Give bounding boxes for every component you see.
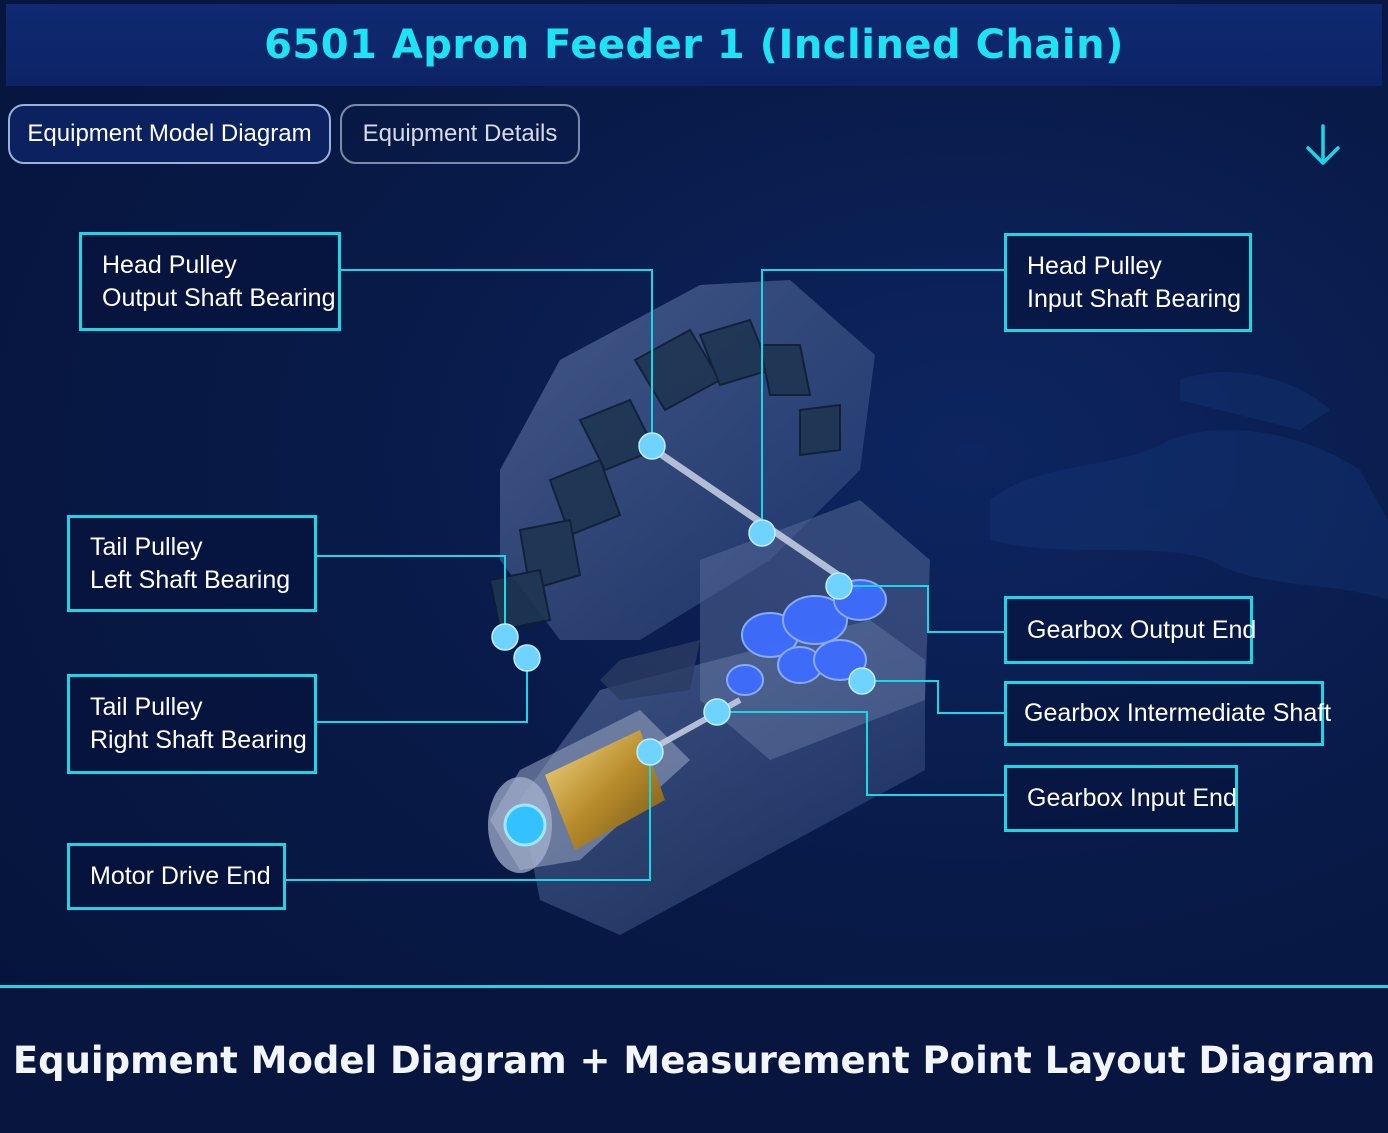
label-tail-pulley-right-shaft-bearing: Tail Pulley Right Shaft Bearing [67,674,317,774]
label-line: Head Pulley [102,250,237,279]
label-head-pulley-output-shaft-bearing: Head Pulley Output Shaft Bearing [79,232,341,331]
drive-shaft [638,437,862,593]
label-tail-pulley-left-shaft-bearing: Tail Pulley Left Shaft Bearing [67,515,317,612]
marker-tail-left [491,623,519,651]
leader-gearbox-intermediate [862,680,1005,714]
tab-equipment-details[interactable]: Equipment Details [340,104,580,164]
leader-motor-drive [285,752,651,881]
marker-head-input [748,519,776,547]
equipment-base [520,500,930,935]
label-line: Input Shaft Bearing [1027,284,1242,313]
gearbox-gears [726,579,887,696]
label-line: Output Shaft Bearing [102,283,336,312]
background-map-texture [990,371,1388,600]
arrow-down-icon[interactable] [1303,124,1343,168]
measurement-points [491,432,876,766]
marker-gearbox-input [703,698,731,726]
label-line: Motor Drive End [90,862,271,890]
footer: Equipment Model Diagram + Measurement Po… [0,988,1388,1133]
label-gearbox-output-end: Gearbox Output End [1004,596,1257,664]
leader-tail-right [316,658,528,723]
label-line: Head Pulley [1027,251,1162,280]
header-bar: 6501 Apron Feeder 1 (Inclined Chain) [6,4,1382,86]
motor [488,697,742,873]
marker-motor-drive [636,738,664,766]
leader-head-output [340,269,653,446]
leader-head-input [761,269,1005,533]
leader-tail-left [316,555,506,637]
label-line: Tail Pulley [90,693,203,721]
page-title: 6501 Apron Feeder 1 (Inclined Chain) [264,22,1124,68]
label-line: Gearbox Input End [1027,784,1237,812]
leader-lines [285,269,1005,881]
label-line: Gearbox Output End [1027,615,1257,644]
footer-divider [0,985,1388,988]
tab-equipment-model-diagram[interactable]: Equipment Model Diagram [8,104,331,164]
label-line: Left Shaft Bearing [90,565,291,594]
marker-gearbox-output [825,572,853,600]
label-line: Tail Pulley [90,532,203,561]
leader-gearbox-input [717,711,1005,796]
label-head-pulley-input-shaft-bearing: Head Pulley Input Shaft Bearing [1004,233,1252,332]
footer-caption: Equipment Model Diagram + Measurement Po… [12,1039,1376,1082]
head-pulley-housing [488,280,875,700]
marker-head-output [638,432,666,460]
label-line: Right Shaft Bearing [90,726,307,754]
label-line: Gearbox Intermediate Shaft [1024,699,1332,727]
label-gearbox-input-end: Gearbox Input End [1004,765,1238,832]
label-motor-drive-end: Motor Drive End [67,843,286,910]
leader-gearbox-output [839,585,1005,633]
marker-gearbox-intermediate [848,667,876,695]
marker-tail-right [513,644,541,672]
label-gearbox-intermediate-shaft: Gearbox Intermediate Shaft [1004,681,1332,746]
